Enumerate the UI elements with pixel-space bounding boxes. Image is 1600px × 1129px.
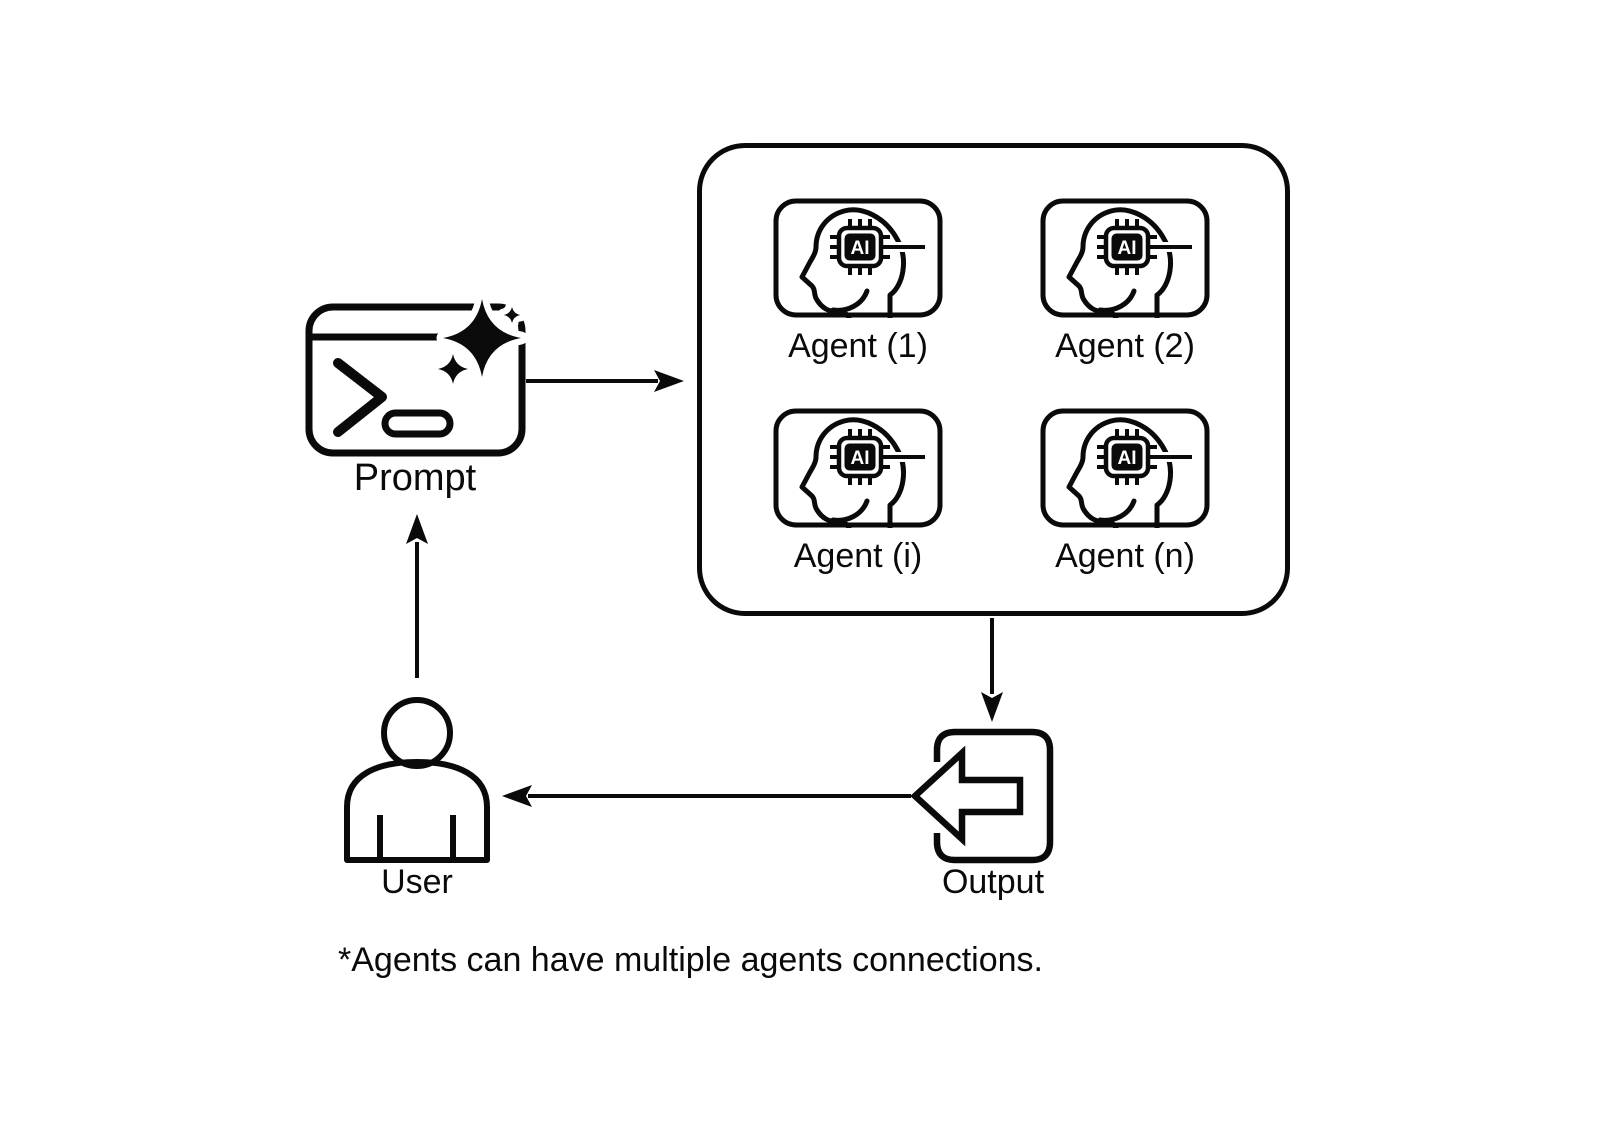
agent-1-label: Agent (1) — [788, 327, 928, 365]
agent-2-label: Agent (2) — [1055, 327, 1195, 365]
prompt-node-label: Prompt — [353, 457, 477, 499]
prompt-node — [300, 293, 530, 461]
terminal-sparkle-icon — [305, 293, 528, 457]
sparkle-icon — [431, 293, 528, 391]
person-icon — [344, 697, 490, 863]
output-node — [900, 725, 1060, 865]
agent-n-node — [1040, 408, 1210, 528]
arrow-agents-to-output — [981, 618, 1003, 722]
diagram-footnote: *Agents can have multiple agents connect… — [338, 941, 1044, 979]
arrow-output-to-user — [502, 785, 911, 807]
agent-n-label: Agent (n) — [1055, 537, 1195, 575]
agent-1-node — [773, 198, 943, 318]
arrow-user-to-prompt — [406, 514, 428, 678]
export-arrow-icon — [910, 728, 1054, 864]
head-ai-chip-icon — [773, 408, 943, 528]
arrow-prompt-to-agents — [526, 370, 684, 392]
output-node-label: Output — [941, 863, 1045, 901]
head-ai-chip-icon — [1040, 198, 1210, 318]
agent-i-label: Agent (i) — [793, 537, 923, 575]
agent-i-node — [773, 408, 943, 528]
agents-group-box — [697, 143, 1290, 616]
head-ai-chip-icon — [1040, 408, 1210, 528]
agent-2-node — [1040, 198, 1210, 318]
user-node-label: User — [381, 863, 453, 901]
user-node — [335, 675, 500, 865]
head-ai-chip-icon — [773, 198, 943, 318]
